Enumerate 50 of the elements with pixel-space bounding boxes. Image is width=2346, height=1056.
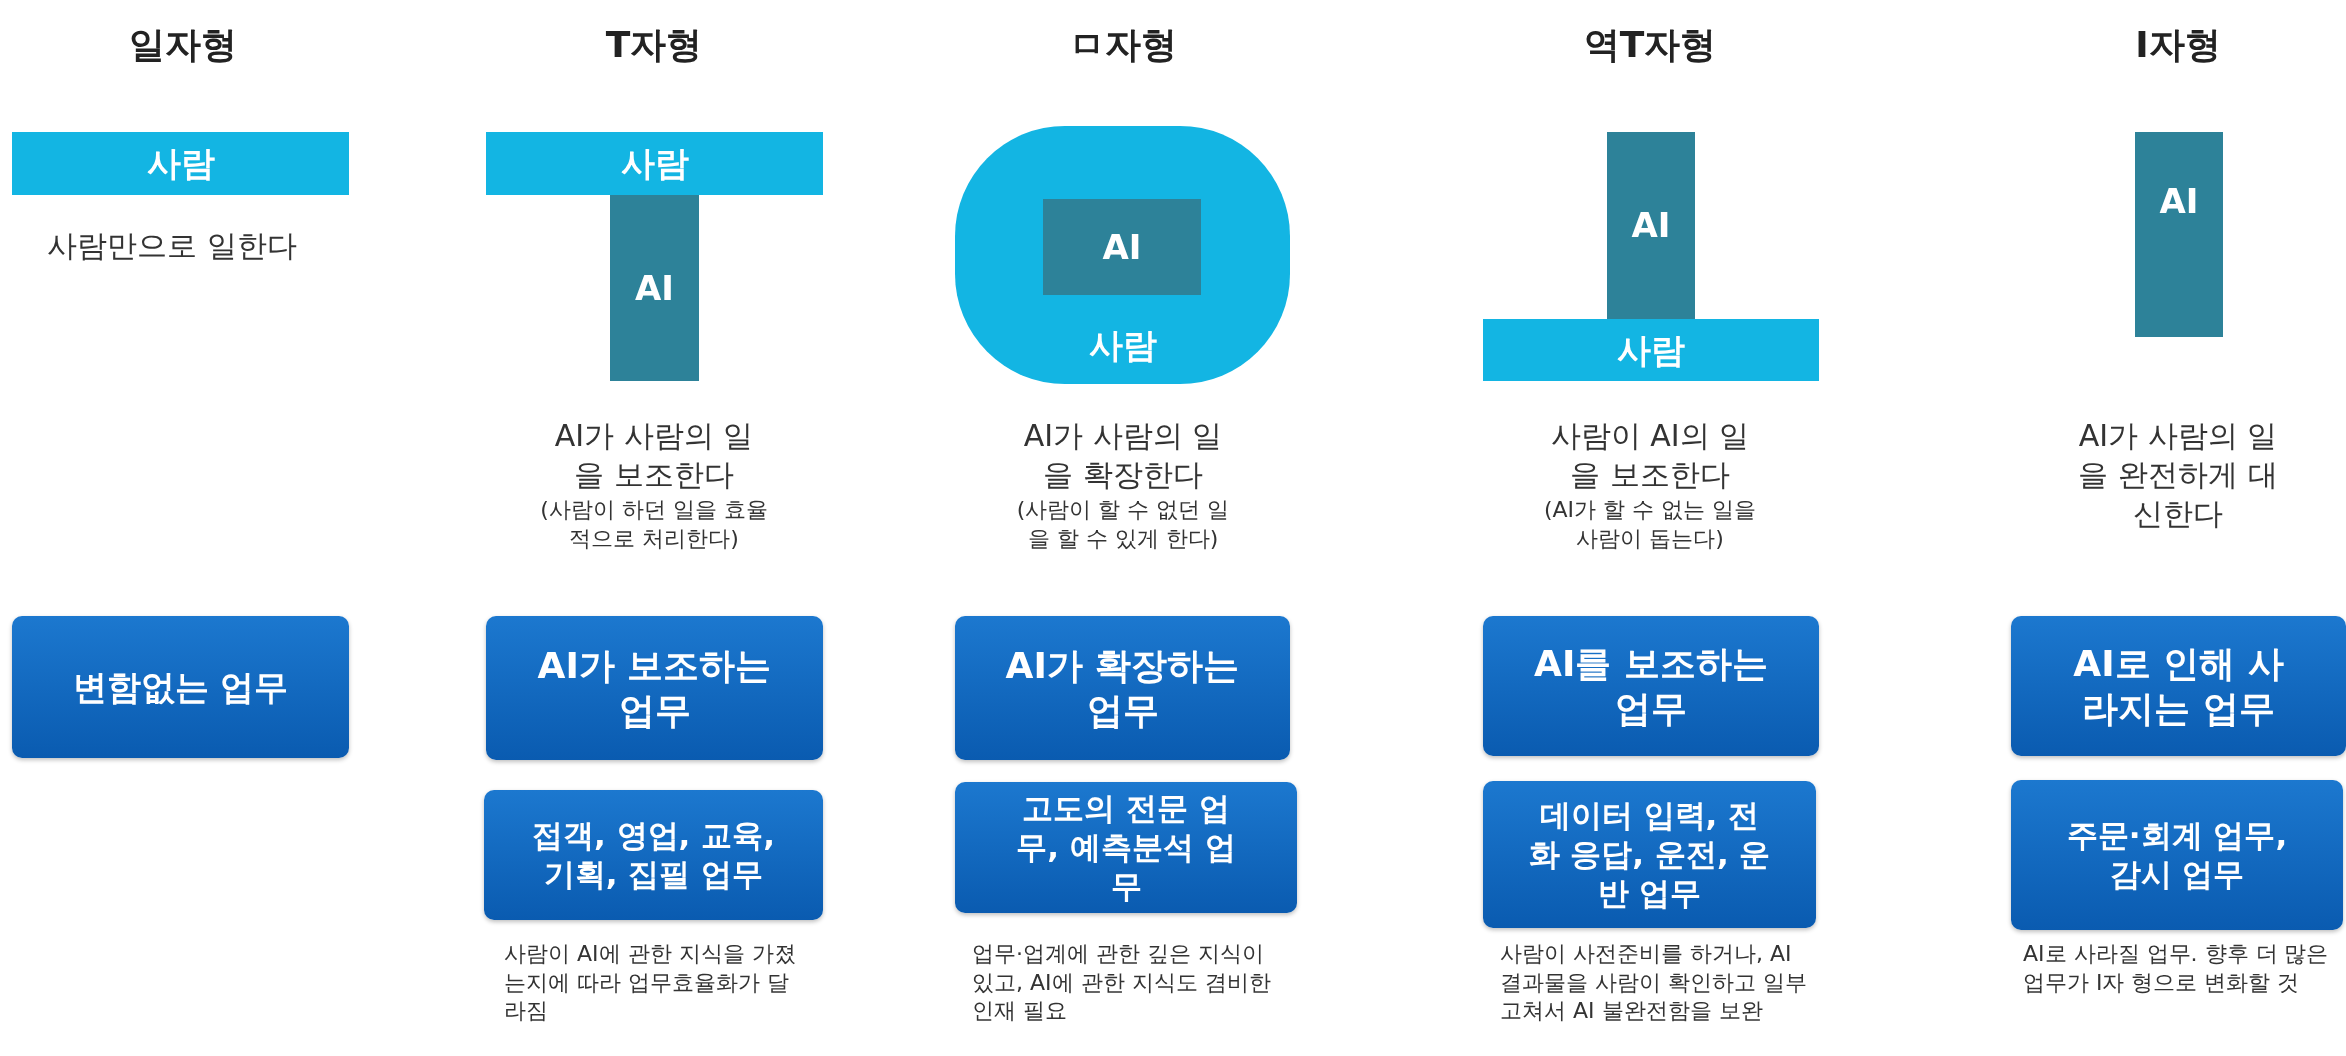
task-label: 고도의 전문 업무, 예측분석 업무: [1015, 789, 1237, 906]
column-heading: T자형: [604, 23, 704, 67]
note: (AI가 할 수 없는 일을 사람이 돕는다): [1542, 496, 1758, 553]
note: 사람이 AI에 관한 지식을 가졌는지에 따라 업무효율화가 달라짐: [504, 940, 797, 1026]
description: AI가 사람의 일을 확장한다: [1022, 417, 1224, 494]
person-bar: [486, 132, 823, 195]
ai-bar: [1043, 199, 1201, 295]
person-bar: [12, 132, 349, 195]
column-heading: I자형: [2134, 23, 2222, 67]
role-label: AI: [1102, 225, 1142, 269]
column-heading: 역T자형: [1582, 23, 1718, 67]
column-heading: 일자형: [128, 23, 238, 67]
role-label: AI: [1631, 204, 1671, 247]
task-box: [1483, 781, 1816, 928]
task-box: [12, 616, 349, 758]
task-label: 접객, 영업, 교육, 기획, 집필 업무: [531, 816, 776, 894]
role-label: 사람: [1617, 328, 1685, 372]
task-label: 변함없는 업무: [72, 665, 289, 709]
note: (사람이 할 수 없던 일을 할 수 있게 한다): [1015, 496, 1231, 553]
note: 업무·업계에 관한 깊은 지식이 있고, AI에 관한 지식도 겸비한 인재 필요: [972, 940, 1272, 1026]
note: AI로 사라질 업무. 향후 더 많은 업무가 I자 형으로 변화할 것: [2023, 940, 2330, 997]
role-label: 사람: [146, 142, 215, 185]
ai-bar: [2135, 132, 2223, 337]
task-label: AI로 인해 사라지는 업무: [2072, 642, 2285, 731]
role-label: AI: [635, 266, 674, 310]
task-label: AI가 보조하는 업무: [537, 644, 772, 733]
ai-bar: [610, 195, 699, 381]
task-box: [955, 782, 1297, 913]
description: 사람만으로 일한다: [46, 227, 298, 265]
task-box: [484, 790, 823, 920]
task-box: [955, 616, 1290, 760]
note: (사람이 하던 일을 효율적으로 처리한다): [539, 496, 769, 553]
ai-bar: [1607, 132, 1695, 319]
description: 사람이 AI의 일을 보조한다: [1549, 417, 1751, 494]
note: 사람이 사전준비를 하거나, AI 결과물을 사람이 확인하고 일부 고쳐서 AI 불완전함을 보완: [1500, 940, 1808, 1026]
person-bar: [1483, 319, 1819, 381]
task-box: [2011, 780, 2343, 930]
task-box: [1483, 616, 1819, 756]
task-label: AI가 확장하는 업무: [1005, 644, 1240, 733]
role-label: 사람: [1088, 323, 1157, 366]
role-label: AI: [2159, 180, 2199, 223]
task-label: AI를 보조하는 업무: [1533, 642, 1769, 731]
task-box: [486, 616, 823, 760]
task-label: 데이터 입력, 전화 응답, 운전, 운반 업무: [1527, 796, 1772, 913]
role-label: 사람: [620, 142, 689, 185]
description: AI가 사람의 일을 완전하게 대신한다: [2077, 417, 2279, 533]
task-box: [2011, 616, 2346, 756]
description: AI가 사람의 일을 보조한다: [553, 417, 755, 494]
task-label: 주문·회계 업무, 감시 업무: [2065, 816, 2289, 894]
column-heading: ㅁ자형: [1068, 23, 1178, 67]
